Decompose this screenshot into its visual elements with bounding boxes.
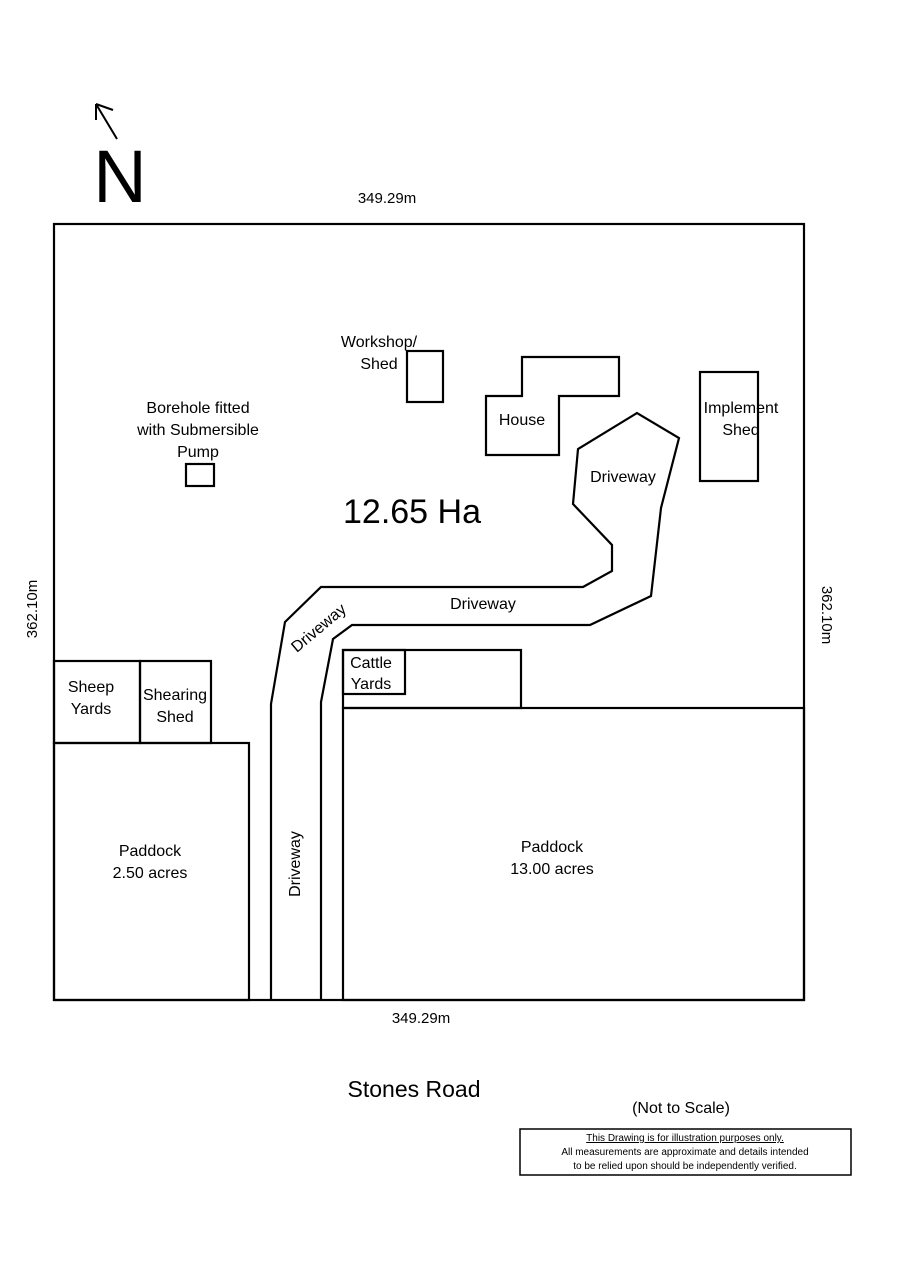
house [484,355,621,457]
borehole-label-2: with Submersible [136,422,259,439]
paddock-large-area: 13.00 acres [510,861,594,878]
road-label: Stones Road [348,1076,481,1102]
driveway-outer-edge [269,411,681,1000]
disclaimer-line-2: All measurements are approximate and det… [561,1147,808,1158]
workshop-shed [405,349,445,404]
dimension-right: 362.10m [818,586,835,644]
paddock-small-area: 2.50 acres [113,865,188,882]
scale-note: (Not to Scale) [632,1100,730,1117]
disclaimer-box [519,1128,852,1176]
dimension-top: 349.29m [358,190,416,207]
paddock-large-label: Paddock [521,839,584,856]
dimension-bottom: 349.29m [392,1010,450,1027]
disclaimer-line-3: to be relied upon should be independentl… [573,1161,797,1172]
dimension-left: 362.10m [24,580,41,638]
house-label: House [499,412,545,429]
cattle-yards [341,648,407,696]
property-boundary [52,222,806,1002]
implement-label: Implement [704,400,779,417]
borehole-label-3: Pump [177,444,219,461]
cattle-label-2: Yards [351,676,392,693]
paddock-large [341,706,806,1002]
workshop-label-2: Shed [360,356,397,373]
shearing-label: Shearing [143,687,207,704]
shearing-label-2: Shed [156,709,193,726]
sheep-label-2: Yards [71,701,112,718]
implement-label-2: Shed [722,422,759,439]
borehole-label: Borehole fitted [146,400,249,417]
implement-shed [698,370,760,483]
disclaimer-line-1: This Drawing is for illustration purpose… [586,1133,784,1144]
paddock-small [52,741,251,1002]
borehole-pump [184,462,216,488]
workshop-label: Workshop/ [341,334,418,351]
driveway-label-vertical: Driveway [287,831,304,897]
driveway-label-upper: Driveway [590,469,656,486]
north-letter: N [93,135,146,218]
area-label: 12.65 Ha [343,493,481,531]
paddock-small-label: Paddock [119,843,182,860]
driveway-label-middle: Driveway [450,596,516,613]
north-arrow-icon [95,103,118,140]
cattle-label: Cattle [350,655,392,672]
sheep-label: Sheep [68,679,114,696]
